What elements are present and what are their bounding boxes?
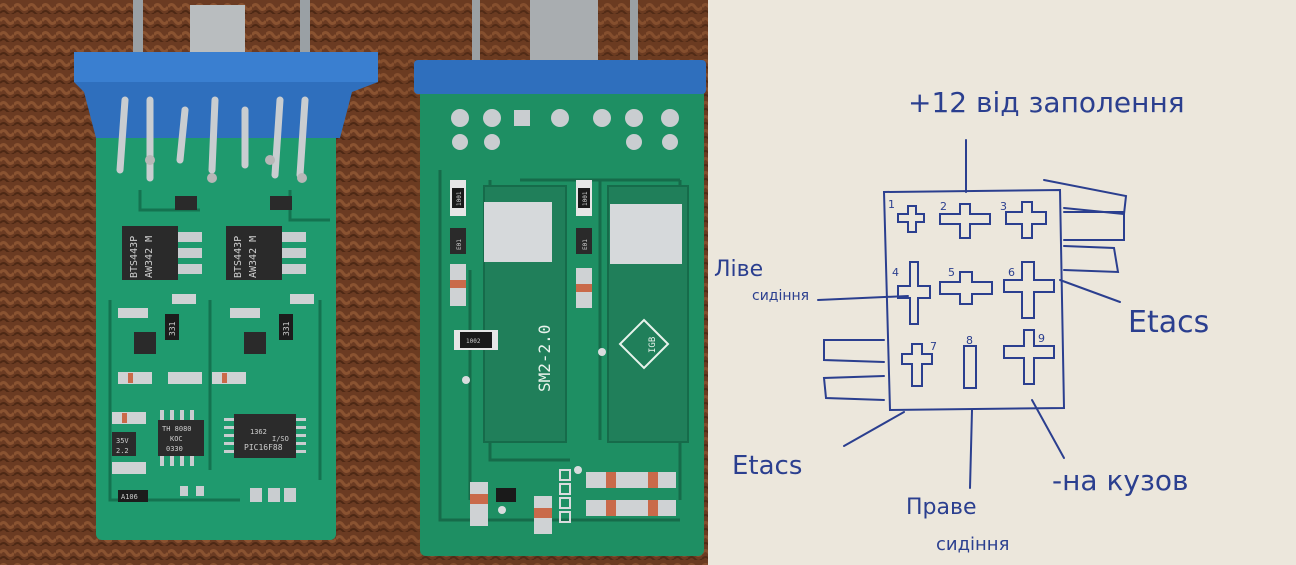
pin-number-6: 6	[1008, 266, 1015, 279]
ic-th8080: TH 8080 KOC 0330	[158, 410, 204, 466]
chip2-label: BTS443P	[233, 236, 244, 278]
svg-text:E01: E01	[582, 239, 589, 250]
resistor-331-b: 331	[279, 314, 293, 340]
pin-number-4: 4	[892, 266, 899, 279]
board-front-photo: BTS443P AW342 M BTS443P AW342 M 331	[0, 0, 380, 565]
label-ignition-12v: +12 від заполення	[908, 86, 1185, 119]
svg-text:2.2: 2.2	[116, 447, 129, 455]
svg-text:PIC16F88: PIC16F88	[244, 443, 283, 452]
diode-e01-a: E01	[450, 228, 466, 254]
pin-number-9: 9	[1038, 332, 1045, 345]
svg-text:E01: E01	[456, 239, 463, 250]
resistor-1002: 1002	[454, 330, 498, 350]
board-version-label: SM2-2.0	[535, 325, 554, 392]
label-right-seat: Праве	[906, 495, 977, 520]
label-left-seat: Ліве	[714, 257, 763, 282]
microcontroller: PIC16F88 I/SO 1362	[224, 414, 306, 458]
svg-text:0330: 0330	[166, 445, 183, 453]
power-chip-1: BTS443P AW342 M	[122, 226, 202, 280]
svg-text:1002: 1002	[466, 338, 481, 345]
diode-e01-b: E01	[576, 228, 592, 254]
manufacturer-logo: IGB	[618, 318, 670, 370]
pin-number-5: 5	[948, 266, 955, 279]
chip1-code: AW342 M	[144, 236, 155, 278]
svg-text:331: 331	[168, 321, 177, 336]
label-left-seat-2: сидіння	[752, 288, 809, 304]
pin-number-7: 7	[930, 340, 937, 353]
svg-text:331: 331	[282, 321, 291, 336]
pin-number-3: 3	[1000, 200, 1007, 213]
svg-text:A106: A106	[121, 493, 138, 501]
chip1-label: BTS443P	[129, 236, 140, 278]
svg-text:35V: 35V	[116, 437, 129, 445]
resistor-1001-a: 1001	[450, 180, 466, 216]
wiring-sketch: 1 2 3 4 5 6 7 8 9 +12 від заполення Ліве…	[708, 0, 1296, 565]
svg-text:1001: 1001	[582, 191, 589, 206]
label-etacs-right: Etacs	[1128, 305, 1209, 340]
resistor-a106: A106	[118, 490, 148, 502]
resistor-1001-b: 1001	[576, 180, 592, 216]
resistor-331-a: 331	[165, 314, 179, 340]
svg-text:IGB: IGB	[648, 337, 658, 353]
svg-text:I/SO: I/SO	[272, 435, 289, 443]
tinned-pad-b	[610, 204, 682, 264]
tinned-pad-a	[484, 202, 552, 262]
pin-number-2: 2	[940, 200, 947, 213]
svg-text:1001: 1001	[456, 191, 463, 206]
label-ground: -на кузов	[1052, 464, 1188, 497]
power-chip-2: BTS443P AW342 M	[226, 226, 306, 280]
chip2-code: AW342 M	[248, 236, 259, 278]
module-outline	[882, 188, 1066, 412]
paper-background	[708, 0, 1296, 565]
board-back-photo: 1001 1001 E01 E01 1002 S	[380, 0, 708, 565]
capacitor: 35V 2.2	[112, 432, 136, 456]
pin-number-1: 1	[888, 198, 895, 211]
svg-text:TH 8080: TH 8080	[162, 425, 192, 433]
label-etacs-left: Etacs	[732, 451, 802, 481]
svg-text:1362: 1362	[250, 428, 267, 436]
label-right-seat-2: сидіння	[936, 534, 1009, 555]
svg-text:KOC: KOC	[170, 435, 183, 443]
pin-number-8: 8	[966, 334, 973, 347]
blue-connector-back	[414, 60, 706, 94]
